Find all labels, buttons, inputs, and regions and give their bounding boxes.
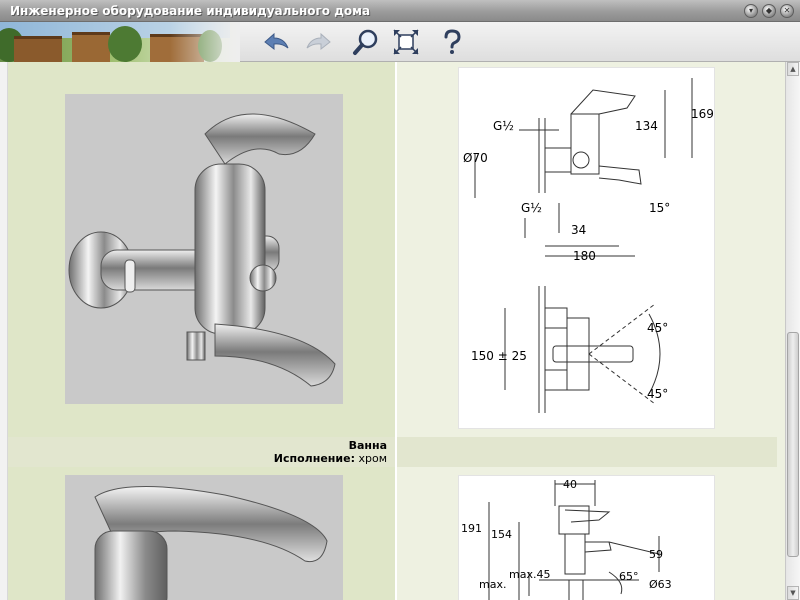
forward-arrow-icon[interactable] (305, 28, 333, 56)
dim-thread-bottom: G½ (521, 201, 542, 215)
photo-cell-2 (8, 467, 395, 600)
fit-window-icon[interactable] (392, 28, 420, 56)
back-arrow-icon[interactable] (262, 28, 290, 56)
dim-height-169: 169 (691, 107, 714, 121)
drawing-cell: G½ Ø70 G½ 134 169 15° 34 180 150 ± 25 45… (397, 62, 777, 437)
finish-label: Исполнение: (273, 452, 355, 465)
dim-59: 59 (649, 548, 663, 561)
dim-spacing-150: 150 ± 25 (471, 349, 527, 363)
dim-rotation-bottom: 45° (647, 387, 668, 401)
magnifier-icon[interactable] (352, 28, 380, 56)
dim-width-180: 180 (573, 249, 596, 263)
minimize-button[interactable]: ▾ (744, 4, 758, 18)
left-frame-border (0, 62, 8, 600)
toolbar (0, 22, 800, 62)
drawing-cell-2: 40 191 154 59 max.45 65° Ø63 max. (397, 467, 777, 600)
restore-button[interactable]: ◆ (762, 4, 776, 18)
dim-max45: max.45 (509, 568, 550, 581)
dim-diameter: Ø70 (463, 151, 488, 165)
title-bar: Инженерное оборудование индивидуального … (0, 0, 800, 22)
dim-diameter-63: Ø63 (649, 578, 672, 591)
scrollbar-thumb[interactable] (787, 332, 799, 557)
basin-mixer-photo (65, 475, 343, 600)
bath-mixer-photo (65, 94, 343, 404)
vertical-scrollbar[interactable]: ▲ ▼ (785, 62, 800, 600)
dim-angle-15: 15° (649, 201, 670, 215)
product-caption-row: Ванна Исполнение: хром (8, 437, 777, 467)
scroll-down-arrow-icon[interactable]: ▼ (787, 586, 799, 600)
dim-height-134: 134 (635, 119, 658, 133)
dim-rotation-top: 45° (647, 321, 668, 335)
finish-value: хром (358, 452, 387, 465)
close-button[interactable]: ✕ (780, 4, 794, 18)
dim-height-154: 154 (491, 528, 512, 541)
product-row-2: 40 191 154 59 max.45 65° Ø63 max. (8, 467, 777, 600)
help-question-icon[interactable] (438, 28, 466, 56)
product-finish: Исполнение: хром (274, 452, 387, 465)
dim-width-34: 34 (571, 223, 586, 237)
house-banner-image (0, 22, 240, 62)
bath-mixer-technical-drawing: G½ Ø70 G½ 134 169 15° 34 180 150 ± 25 45… (458, 67, 715, 429)
right-margin (777, 62, 785, 600)
product-row: G½ Ø70 G½ 134 169 15° 34 180 150 ± 25 45… (8, 62, 777, 437)
window-title: Инженерное оборудование индивидуального … (10, 4, 371, 18)
dim-thread-top: G½ (493, 119, 514, 133)
photo-cell (8, 62, 395, 437)
dim-max: max. (479, 578, 506, 591)
dim-top-40: 40 (563, 478, 577, 491)
scroll-up-arrow-icon[interactable]: ▲ (787, 62, 799, 76)
product-title: Ванна (348, 439, 387, 452)
content-area: G½ Ø70 G½ 134 169 15° 34 180 150 ± 25 45… (0, 62, 785, 600)
dim-angle-65: 65° (619, 570, 639, 583)
basin-mixer-technical-drawing: 40 191 154 59 max.45 65° Ø63 max. (458, 475, 715, 600)
dim-height-191: 191 (461, 522, 482, 535)
